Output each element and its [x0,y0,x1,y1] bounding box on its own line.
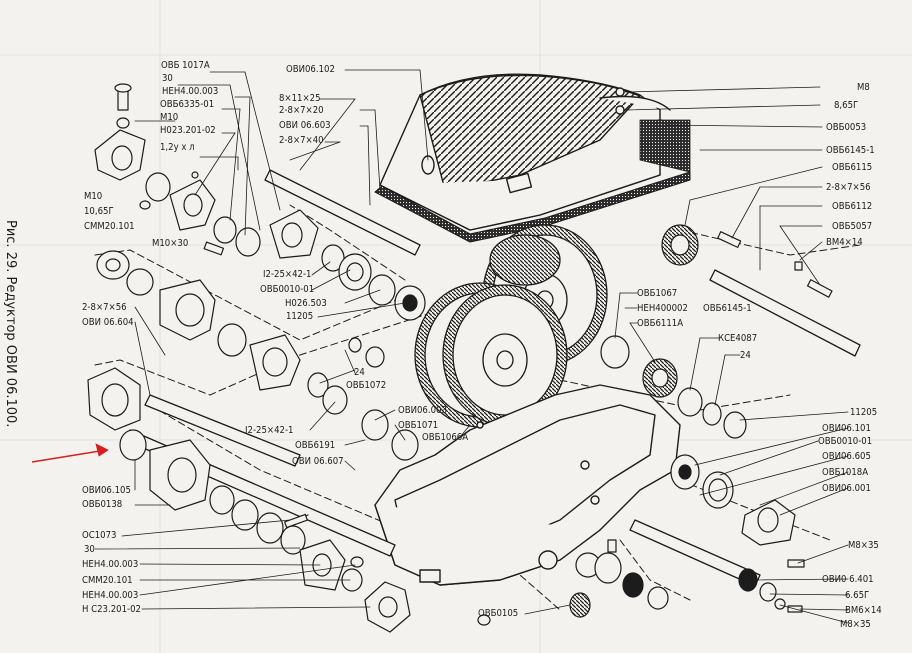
leader-lines [94,69,849,624]
left-top-parts [94,83,319,259]
bottom-middle-parts [569,539,669,618]
top-cover [379,73,671,231]
big-gears [414,224,608,428]
right-top-parts [600,224,833,439]
left-bottom-parts [87,367,491,633]
red-arrow-icon [31,443,109,463]
housing [374,384,681,586]
left-middle-parts [96,250,385,415]
right-lower-parts [670,454,805,613]
